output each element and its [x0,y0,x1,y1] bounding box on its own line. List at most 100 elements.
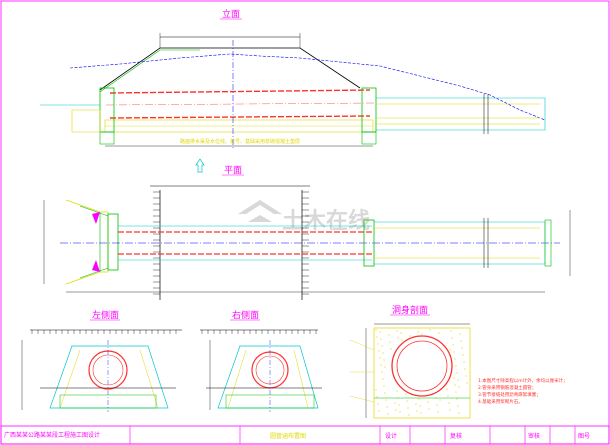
embankment-side-green [99,49,200,93]
fill-dot [463,361,465,363]
tb-drawing-title: 圆管涵布置图 [270,432,306,440]
fill-dot [383,359,385,361]
fill-dot [379,331,381,333]
fill-dot [437,411,439,413]
fill-dot [451,337,453,339]
fill-dot [429,329,431,331]
left-side-view: 左侧面 [21,309,182,412]
outlet-headwall [363,219,375,267]
section-note-2: 2.管身采用钢筋混凝土圆管； [478,384,536,391]
fill-dot [457,405,459,407]
left-headwall [99,87,115,133]
fill-dot [465,375,467,377]
fill-dot [380,364,382,366]
fill-dot [396,390,398,392]
section-view: 洞身剖面 1.本图尺寸除高程以m计外，余均以厘米计； 2.管身采用钢筋混凝土圆管… [349,304,568,419]
fill-dot [381,371,383,373]
fill-dot [464,368,466,370]
fill-dot [456,398,458,400]
right-headwall [361,87,377,133]
outlet-end-wall [544,219,552,267]
section-pipe-outer [391,335,453,397]
fill-dot [457,379,459,381]
fill-dot [416,410,418,412]
fill-dot [385,399,387,401]
tb-project: 广西某某公路某某段工程施工图设计 [4,431,100,439]
fill-dot [388,334,390,336]
pipe-bottom [109,115,371,119]
left-side-ticks [31,330,177,334]
fill-dot [376,336,378,338]
fill-dot [455,391,457,393]
fill-dot [454,358,456,360]
fill-dot [399,411,401,413]
fill-dot [417,331,419,333]
fill-dot [395,409,397,411]
fill-dot [466,382,468,384]
fill-dot [379,357,381,359]
inlet-wing-walls [65,199,109,285]
outlet-channel [376,97,546,131]
fill-dot [377,343,379,345]
section-leader [349,395,375,403]
right-side-headwall [217,345,319,409]
fill-dot [453,377,455,379]
fill-dot [394,402,396,404]
tb-design: 设计 [385,432,397,440]
fill-dot [436,404,438,406]
left-cutoff [99,131,115,145]
left-apron [71,109,101,133]
title-block-frame [0,425,610,445]
fill-dot [450,330,452,332]
fill-dot [375,329,377,331]
fill-dot [398,404,400,406]
fill-dot [377,403,379,405]
pipe-top [109,89,371,94]
fill-dot [447,395,449,397]
fill-dot [419,405,421,407]
right-side-view: 右侧面 [200,309,322,412]
right-cutoff [361,131,377,145]
left-side-title: 左侧面 [92,309,119,321]
fill-dot [449,349,451,351]
plan-outlet-layers [374,227,540,259]
left-side-wing [59,349,159,409]
pipe-centerline [105,102,377,106]
fill-dot [406,400,408,402]
fill-dot [428,408,430,410]
fill-dot [383,385,385,387]
fill-dot [382,352,384,354]
fill-dot [452,344,454,346]
right-side-ticks [201,330,317,334]
fill-dot [458,386,460,388]
fill-dot [459,333,461,335]
section-title: 洞身剖面 [392,304,428,316]
fill-dot [420,412,422,414]
fill-dot [375,389,377,391]
fill-dot [381,345,383,347]
ground-line [69,53,546,121]
inlet-headwall [107,213,119,271]
fill-dot [461,347,463,349]
section-note-1: 1.本图尺寸除高程以m计外，余均以厘米计； [478,377,568,384]
fill-dot [386,406,388,408]
right-slope-ticks [302,191,309,295]
inlet-wing-green [79,205,109,279]
fill-dot [453,351,455,353]
fill-dot [448,402,450,404]
section-note-4: 4.基础采用浆砌片石。 [478,398,523,405]
right-side-wing [227,349,309,409]
fill-dot [378,350,380,352]
fill-dot [405,393,407,395]
fill-dot [421,333,423,335]
fill-dot [382,378,384,380]
fill-dot [454,384,456,386]
fill-dot [401,339,403,341]
left-slope-ticks [153,191,160,295]
section-pipe-inner [396,340,448,392]
elevation-title: 立面 [222,8,240,20]
fill-dot [439,399,441,401]
elevation-view: 立面 路面排水渠及水位线、桩号、基础采用浆 [40,8,546,150]
north-arrow-icon [195,158,205,173]
